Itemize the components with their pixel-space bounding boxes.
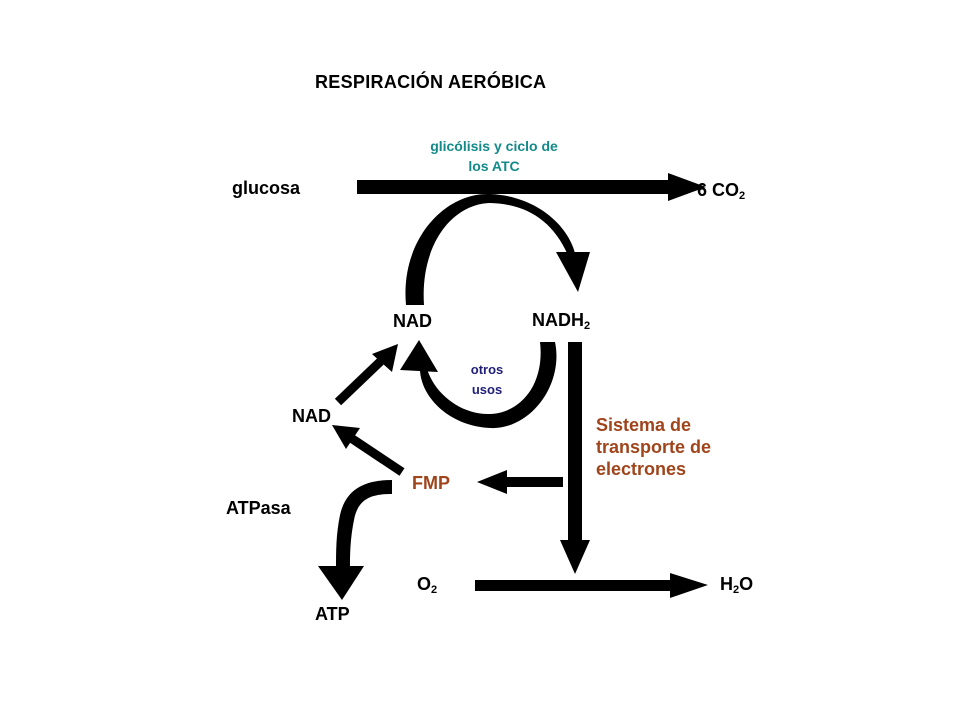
h2o-subscript: 2 [733,584,740,596]
ets-label-line1: Sistema de [596,415,692,435]
nadh-text: NADH [532,310,584,330]
glucosa-label: glucosa [232,178,301,198]
electron-transport-label: Sistema de transporte de electrones [596,414,711,480]
h2o-h-text: H [720,574,733,594]
co2-text: 6 CO [697,180,740,200]
fmp-label: FMP [412,473,450,493]
ets-label-line3: electrones [596,459,687,479]
atpase-curved-arrow [318,480,392,600]
ets-label-line2: transporte de [596,437,712,457]
nad-to-nadh-arc-arrow [405,193,590,305]
nadh2-label: NADH2 [532,310,590,332]
co2-subscript: 2 [739,190,746,202]
nad-left-to-nad-top-arrow [334,344,398,406]
atp-label: ATP [315,604,350,624]
nad-top-label: NAD [393,311,432,331]
nad-left-label: NAD [292,406,331,426]
o2-to-h2o-arrow [475,573,708,598]
glycolysis-label: glicólisis y ciclo de los ATC [405,136,583,176]
fmp-to-nad-left-arrow [332,425,405,476]
glycolysis-label-line2: los ATC [468,158,520,174]
h2o-label: H2O [720,574,753,596]
co2-label: 6 CO2 [697,180,745,202]
glycolysis-label-line1: glicólisis y ciclo de [430,138,558,154]
diagram-title: RESPIRACIÓN AERÓBICA [315,72,547,92]
o2-label: O2 [417,574,437,596]
h2o-o-text: O [739,574,754,594]
atpasa-label: ATPasa [226,498,291,518]
nadh-to-nad-arc-arrow [400,340,557,429]
otros-label-line2: usos [471,382,503,397]
electron-transport-down-arrow [560,342,590,574]
otros-usos-label: otros usos [455,360,519,400]
ets-to-fmp-arrow [477,470,563,494]
o2-subscript: 2 [431,584,438,596]
otros-label-line1: otros [470,362,504,377]
o2-text: O [417,574,432,594]
glucose-to-co2-arrow [357,173,706,201]
nadh-subscript: 2 [584,320,591,332]
